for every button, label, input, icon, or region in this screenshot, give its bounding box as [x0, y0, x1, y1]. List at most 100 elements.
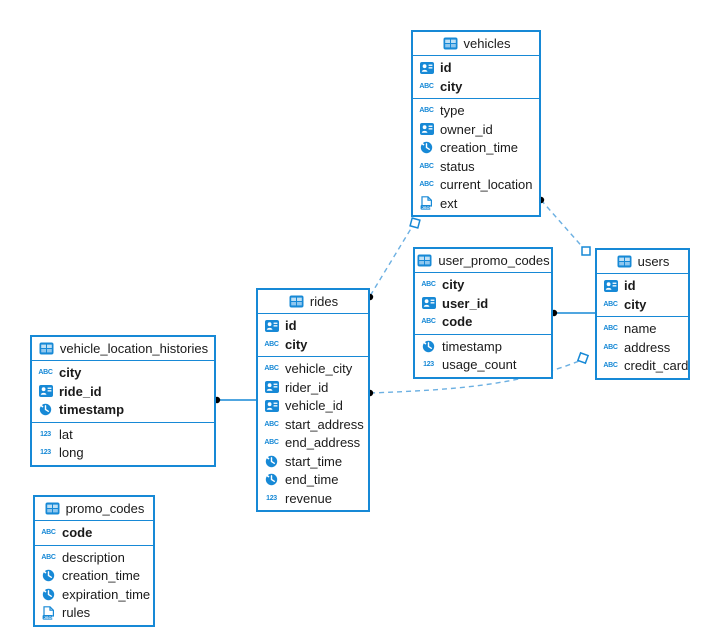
- field-row-id[interactable]: id: [413, 59, 539, 78]
- table-header[interactable]: vehicle_location_histories: [32, 337, 214, 361]
- text-icon-glyph: ABC: [41, 553, 56, 561]
- field-label: timestamp: [59, 402, 125, 418]
- field-row-expiration_time[interactable]: expiration_time: [35, 585, 153, 604]
- field-row-vehicle_id[interactable]: vehicle_id: [258, 397, 368, 416]
- field-row-timestamp[interactable]: timestamp: [32, 401, 214, 420]
- field-row-creation_time[interactable]: creation_time: [35, 567, 153, 586]
- connection-line: [369, 358, 585, 394]
- text-icon-glyph: ABC: [603, 300, 618, 308]
- number-icon: 123: [263, 495, 280, 502]
- text-icon-glyph: ABC: [419, 181, 434, 189]
- field-label: status: [440, 158, 475, 174]
- table-header[interactable]: user_promo_codes: [415, 249, 551, 273]
- field-label: description: [62, 549, 125, 565]
- field-label: ext: [440, 195, 458, 211]
- id-icon: [418, 61, 435, 74]
- field-row-timestamp[interactable]: timestamp: [415, 337, 551, 356]
- json-icon: JSON: [40, 605, 57, 620]
- field-label: owner_id: [440, 121, 493, 137]
- field-label: type: [440, 103, 465, 119]
- connection-vehicle_location_histories-rides: [213, 396, 256, 404]
- field-label: credit_card: [624, 358, 689, 374]
- field-row-owner_id[interactable]: owner_id: [413, 120, 539, 139]
- table-header[interactable]: users: [597, 250, 688, 274]
- connection-vehicles-rides: [366, 217, 421, 301]
- text-icon-glyph: ABC: [419, 82, 434, 90]
- table-header[interactable]: promo_codes: [35, 497, 153, 521]
- id-icon: [420, 297, 437, 310]
- table-title: user_promo_codes: [438, 253, 550, 268]
- field-row-ride_id[interactable]: ride_id: [32, 382, 214, 401]
- text-icon: ABC: [420, 281, 437, 288]
- text-icon-glyph: ABC: [603, 325, 618, 333]
- table-icon: [38, 342, 55, 355]
- field-row-start_time[interactable]: start_time: [258, 452, 368, 471]
- field-row-rider_id[interactable]: rider_id: [258, 378, 368, 397]
- table-icon: [416, 254, 433, 267]
- field-row-description[interactable]: ABC description: [35, 548, 153, 567]
- field-label: end_time: [285, 472, 339, 488]
- field-label: ride_id: [59, 383, 102, 399]
- table-icon: [44, 502, 61, 515]
- datetime-icon: [263, 455, 280, 468]
- table-header[interactable]: rides: [258, 290, 368, 314]
- number-icon-glyph: 123: [40, 430, 51, 438]
- table-icon: [442, 37, 459, 50]
- field-label: rider_id: [285, 379, 329, 395]
- id-icon: [263, 381, 280, 394]
- field-row-city[interactable]: ABC city: [597, 295, 688, 314]
- field-label: city: [624, 296, 647, 312]
- connection-line: [369, 221, 416, 297]
- datetime-icon: [37, 403, 54, 416]
- field-row-creation_time[interactable]: creation_time: [413, 139, 539, 158]
- text-icon: ABC: [418, 181, 435, 188]
- field-row-end_time[interactable]: end_time: [258, 471, 368, 490]
- text-icon: ABC: [40, 554, 57, 561]
- text-icon: ABC: [263, 439, 280, 446]
- connection-user_promo_codes-users: [550, 309, 595, 317]
- id-icon: [37, 385, 54, 398]
- field-label: city: [285, 336, 308, 352]
- field-row-user_id[interactable]: user_id: [415, 294, 551, 313]
- table-header[interactable]: vehicles: [413, 32, 539, 56]
- field-label: id: [285, 318, 297, 334]
- connection-vehicles-users: [537, 196, 591, 256]
- id-icon: [418, 123, 435, 136]
- endpoint-square: [409, 217, 421, 229]
- field-row-id[interactable]: id: [597, 277, 688, 296]
- field-row-id[interactable]: id: [258, 317, 368, 336]
